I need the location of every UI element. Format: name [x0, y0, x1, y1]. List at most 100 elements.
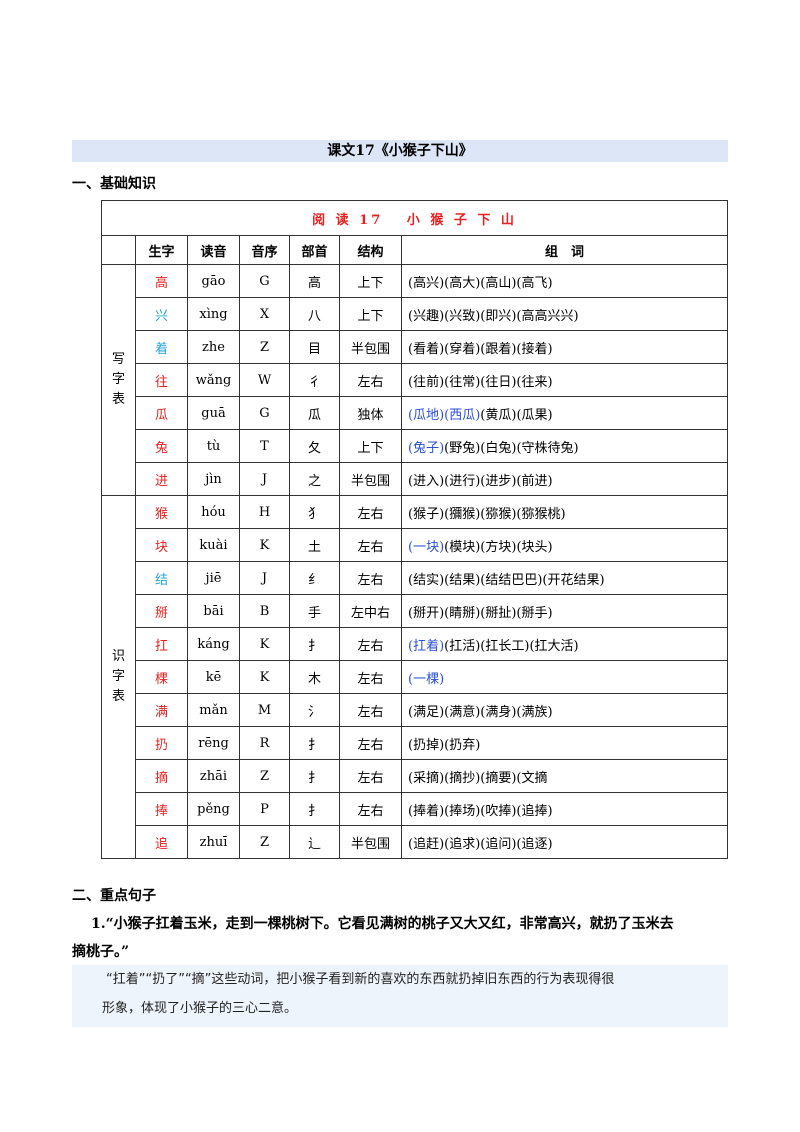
- highlighted-words: (兔子): [408, 440, 445, 456]
- pinyin-cell: wǎng: [187, 363, 240, 397]
- words-cell: (往前)(往常)(往日)(往来): [400, 363, 729, 397]
- category-read-table-char: 识: [111, 649, 125, 664]
- pinyin-cell: jìn: [187, 462, 240, 496]
- pinyin-cell: kē: [187, 660, 240, 694]
- char-cell: 往: [135, 363, 188, 397]
- order-cell: J: [239, 462, 290, 496]
- char-cell: 瓜: [135, 396, 188, 430]
- structure-cell: 上下: [339, 297, 402, 331]
- highlighted-words: (扛着): [408, 638, 445, 654]
- vocab-table: 阅 读 17 小 猴 子 下 山 生字 读音 音序 部首 结构 组 词 写字表高…: [100, 200, 729, 859]
- char-cell: 满: [135, 693, 188, 727]
- structure-cell: 左右: [339, 693, 402, 727]
- pinyin-cell: tù: [187, 429, 240, 463]
- words-cell: (掰开)(睛掰)(掰扯)(掰手): [400, 594, 729, 628]
- order-cell: R: [239, 726, 290, 760]
- column-header-blank: [101, 235, 136, 265]
- words-text: (往前)(往常)(往日)(往来): [408, 374, 553, 390]
- words-cell: (一棵): [400, 660, 729, 694]
- key-sentence-line-2: 摘桃子。”: [72, 944, 130, 960]
- char-cell: 扔: [135, 726, 188, 760]
- order-cell: Z: [239, 759, 290, 793]
- radical-cell: 目: [289, 330, 340, 364]
- order-cell: W: [239, 363, 290, 397]
- order-cell: M: [239, 693, 290, 727]
- category-write-table-char: 表: [111, 392, 125, 407]
- words-cell: (瓜地)(西瓜)(黄瓜)(瓜果): [400, 396, 729, 430]
- words-text: (采摘)(摘抄)(摘要)(文摘: [408, 770, 548, 786]
- order-cell: P: [239, 792, 290, 826]
- order-cell: K: [239, 627, 290, 661]
- words-text: (模块)(方块)(块头): [444, 539, 553, 555]
- radical-cell: 纟: [289, 561, 340, 595]
- char-cell: 棵: [135, 660, 188, 694]
- category-write-table-char: 写: [111, 352, 125, 367]
- structure-cell: 左中右: [339, 594, 402, 628]
- structure-cell: 左右: [339, 561, 402, 595]
- sentence-analysis: “扛着”“扔了”“摘”这些动词，把小猴子看到新的喜欢的东西就扔掉旧东西的行为表现…: [72, 965, 728, 1027]
- structure-cell: 半包围: [339, 462, 402, 496]
- structure-cell: 独体: [339, 396, 402, 430]
- structure-cell: 左右: [339, 495, 402, 529]
- words-text: (满足)(满意)(满身)(满族): [408, 704, 553, 720]
- radical-cell: 土: [289, 528, 340, 562]
- section-heading-sentences: 二、重点句子: [72, 888, 156, 904]
- words-text: (猴子)(獼猴)(猕猴)(猕猴桃): [408, 506, 566, 522]
- column-header-structure: 结构: [339, 235, 402, 265]
- column-header-row: 生字 读音 音序 部首 结构 组 词: [101, 235, 729, 265]
- words-cell: (兴趣)(兴致)(即兴)(高高兴兴): [400, 297, 729, 331]
- words-cell: (高兴)(高大)(高山)(高飞): [400, 264, 729, 298]
- order-cell: Z: [239, 330, 290, 364]
- category-write-table-char: 字: [111, 372, 125, 387]
- words-cell: (满足)(满意)(满身)(满族): [400, 693, 729, 727]
- order-cell: B: [239, 594, 290, 628]
- structure-cell: 上下: [339, 429, 402, 463]
- column-header-char: 生字: [135, 235, 188, 265]
- char-cell: 结: [135, 561, 188, 595]
- char-cell: 掰: [135, 594, 188, 628]
- char-cell: 着: [135, 330, 188, 364]
- category-read-table: 识字表: [101, 495, 136, 859]
- key-sentence: 1.“小猴子扛着玉米，走到一棵桃树下。它看见满树的桃子又大又红，非常高兴，就扔了…: [72, 910, 731, 966]
- structure-cell: 半包围: [339, 825, 402, 859]
- column-header-order: 音序: [239, 235, 290, 265]
- pinyin-cell: zhāi: [187, 759, 240, 793]
- order-cell: K: [239, 528, 290, 562]
- category-read-table-char: 字: [111, 669, 125, 684]
- char-cell: 兴: [135, 297, 188, 331]
- analysis-line-2: 形象，体现了小猴子的三心二意。: [102, 1001, 298, 1016]
- char-cell: 摘: [135, 759, 188, 793]
- words-cell: (一块)(模块)(方块)(块头): [400, 528, 729, 562]
- radical-cell: 氵: [289, 693, 340, 727]
- structure-cell: 左右: [339, 627, 402, 661]
- pinyin-cell: gāo: [187, 264, 240, 298]
- pinyin-cell: guā: [187, 396, 240, 430]
- radical-cell: 瓜: [289, 396, 340, 430]
- char-cell: 块: [135, 528, 188, 562]
- words-text: (扔掉)(扔弃): [408, 737, 481, 753]
- words-cell: (兔子)(野兔)(白兔)(守株待兔): [400, 429, 729, 463]
- structure-cell: 左右: [339, 363, 402, 397]
- radical-cell: 犭: [289, 495, 340, 529]
- order-cell: X: [239, 297, 290, 331]
- order-cell: K: [239, 660, 290, 694]
- pinyin-cell: hóu: [187, 495, 240, 529]
- words-cell: (进入)(进行)(进步)(前进): [400, 462, 729, 496]
- radical-cell: 高: [289, 264, 340, 298]
- structure-cell: 左右: [339, 528, 402, 562]
- highlighted-words: (一块): [408, 539, 445, 555]
- category-read-table-char: 表: [111, 689, 125, 704]
- radical-cell: 扌: [289, 627, 340, 661]
